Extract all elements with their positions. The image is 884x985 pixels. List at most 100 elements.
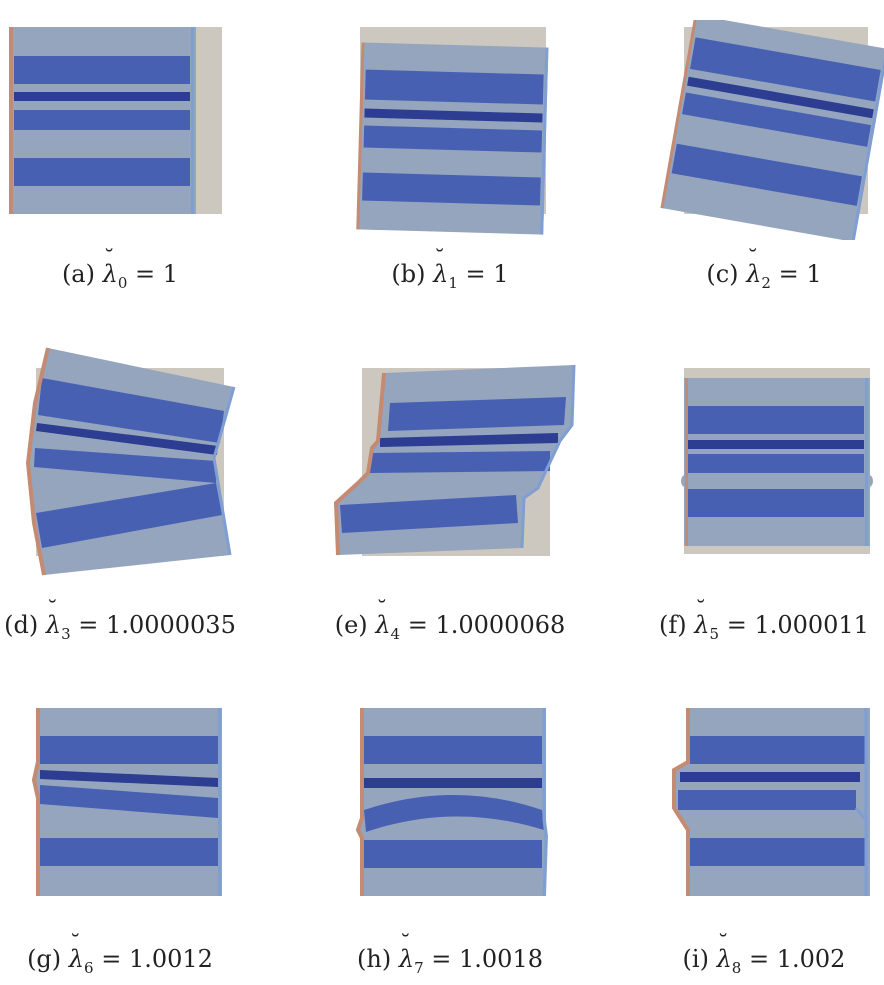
panel-c: (c) λ2 = 1 [644, 20, 884, 310]
eigenvalue: 1.0018 [459, 945, 543, 973]
fiber-4 [40, 838, 218, 866]
left-edge [333, 372, 386, 556]
fiber-4 [364, 840, 542, 868]
caption-d: (d) λ3 = 1.0000035 [0, 611, 240, 643]
mode-shape-a [9, 27, 222, 214]
fiber-4 [688, 489, 864, 517]
caption-h: (h) λ7 = 1.0018 [330, 945, 570, 977]
panel-e: (e) λ4 = 1.0000068 [320, 343, 576, 643]
lambda-index: 1 [448, 273, 458, 292]
eigenvalue: 1 [493, 260, 509, 288]
mode-shape-i [672, 708, 870, 896]
fiber-4 [690, 838, 866, 866]
mode-shape-b [356, 27, 549, 235]
fiber-1 [388, 397, 566, 431]
fiber-2 [40, 770, 218, 787]
mode-shape-d [25, 347, 236, 576]
fiber-1 [14, 56, 190, 84]
lambda-index: 0 [117, 273, 128, 292]
right-edge [542, 708, 548, 897]
fiber-2 [14, 92, 190, 101]
fiber-4 [340, 495, 518, 533]
caption-label: (a) [61, 260, 95, 288]
equals-sign: = [465, 260, 486, 288]
fiber-4 [671, 143, 862, 206]
eigenvalue: 1 [806, 260, 822, 288]
equals-sign: = [748, 945, 770, 973]
panel-i: (i) λ8 = 1.002 [644, 690, 884, 980]
lambda-index: 5 [709, 624, 720, 643]
lambda-symbol: λ [69, 945, 84, 973]
fiber-1 [40, 736, 218, 764]
fiber-3 [364, 795, 544, 832]
right-edge [520, 364, 576, 549]
lambda-symbol: λ [375, 611, 390, 639]
lambda-symbol: λ [746, 260, 761, 288]
mode-shape-e [333, 364, 576, 556]
lambda-index: 4 [390, 624, 401, 643]
fiber-1 [690, 736, 866, 764]
lambda-index: 2 [761, 273, 771, 292]
eigenvalue: 1.000011 [754, 611, 869, 639]
caption-label: (c) [706, 260, 739, 288]
equals-sign: = [726, 611, 747, 639]
left-edge [685, 378, 688, 546]
fiber-4 [14, 158, 190, 186]
left-edge [25, 347, 50, 576]
fiber-1 [688, 406, 864, 434]
caption-f: (f) λ5 = 1.000011 [644, 611, 884, 643]
caption-c: (c) λ2 = 1 [644, 260, 884, 292]
mode-shape-f [681, 368, 873, 554]
equals-sign: = [135, 260, 156, 288]
equals-sign: = [78, 611, 99, 639]
lambda-symbol: λ [399, 945, 414, 973]
caption-label: (e) [334, 611, 368, 639]
fiber-2 [687, 76, 874, 119]
caption-i: (i) λ8 = 1.002 [644, 945, 884, 977]
lambda-index: 7 [414, 958, 424, 977]
left-edge [9, 27, 13, 214]
caption-label: (h) [357, 945, 392, 973]
right-edge [218, 708, 221, 896]
equals-sign: = [431, 945, 452, 973]
right-edge [854, 708, 868, 896]
fiber-2 [380, 433, 558, 447]
fiber-3 [688, 454, 864, 473]
fiber-3 [682, 92, 871, 147]
fiber-2 [680, 772, 860, 782]
lambda-symbol: λ [103, 260, 118, 288]
caption-label: (g) [27, 945, 62, 973]
caption-label: (d) [4, 611, 39, 639]
fiber-2 [364, 108, 543, 123]
right-edge [212, 386, 236, 556]
eigenvalue: 1 [162, 260, 179, 288]
equals-sign: = [778, 260, 799, 288]
panel-f: (f) λ5 = 1.000011 [644, 343, 884, 643]
caption-label: (i) [682, 945, 709, 973]
caption-label: (b) [391, 260, 426, 288]
lambda-symbol: λ [694, 611, 709, 639]
fiber-2 [364, 778, 542, 788]
equals-sign: = [407, 611, 428, 639]
fiber-4 [362, 172, 541, 206]
lambda-symbol: λ [717, 945, 732, 973]
panel-g: (g) λ6 = 1.0012 [0, 690, 240, 980]
fiber-3 [370, 451, 550, 473]
right-edge [191, 27, 194, 214]
panel-h: (h) λ7 = 1.0018 [330, 690, 570, 980]
eigenvalue: 1.002 [776, 945, 846, 973]
equals-sign: = [101, 945, 122, 973]
left-edge [355, 708, 364, 896]
mode-shape-h [355, 708, 548, 897]
caption-label: (f) [659, 611, 687, 639]
fiber-4 [36, 483, 222, 548]
panel-a: (a) λ0 = 1 [0, 20, 240, 310]
eigenvalue: 1.0000068 [435, 611, 566, 639]
eigenvalue: 1.0012 [128, 945, 213, 973]
lambda-symbol: λ [433, 260, 448, 288]
fiber-2 [688, 440, 864, 449]
fiber-1 [690, 37, 881, 102]
fiber-3 [678, 790, 856, 810]
panel-b: (b) λ1 = 1 [330, 20, 570, 310]
right-edge [865, 378, 868, 546]
